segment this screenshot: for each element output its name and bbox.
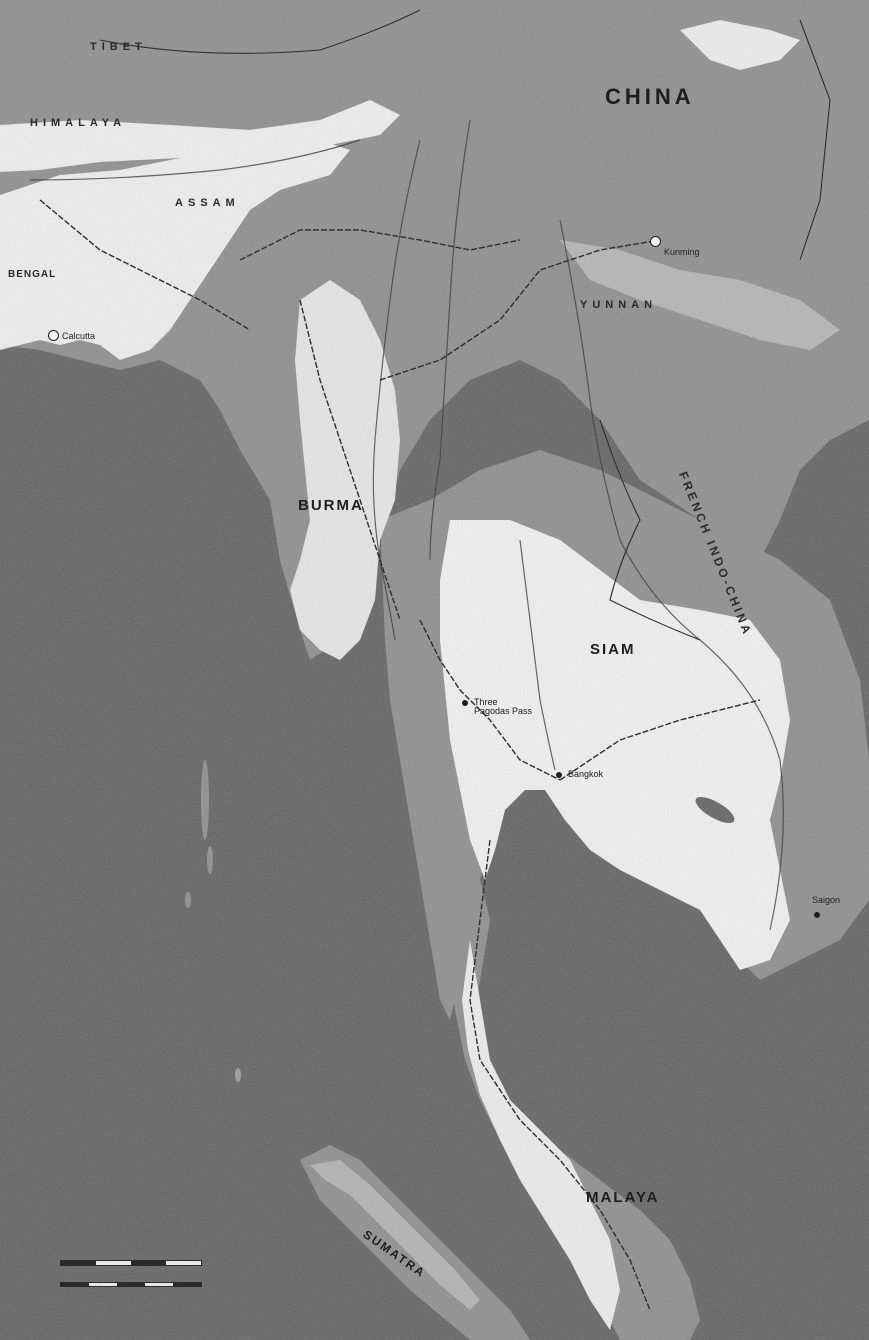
scale-bar-km [60, 1282, 202, 1287]
marker-three-pagodas [462, 700, 468, 706]
scale-bar [60, 1238, 210, 1308]
marker-kunming [650, 236, 661, 247]
marker-saigon [814, 912, 820, 918]
scale-bar-miles [60, 1260, 202, 1266]
marker-bangkok [556, 772, 562, 778]
marker-calcutta [48, 330, 59, 341]
